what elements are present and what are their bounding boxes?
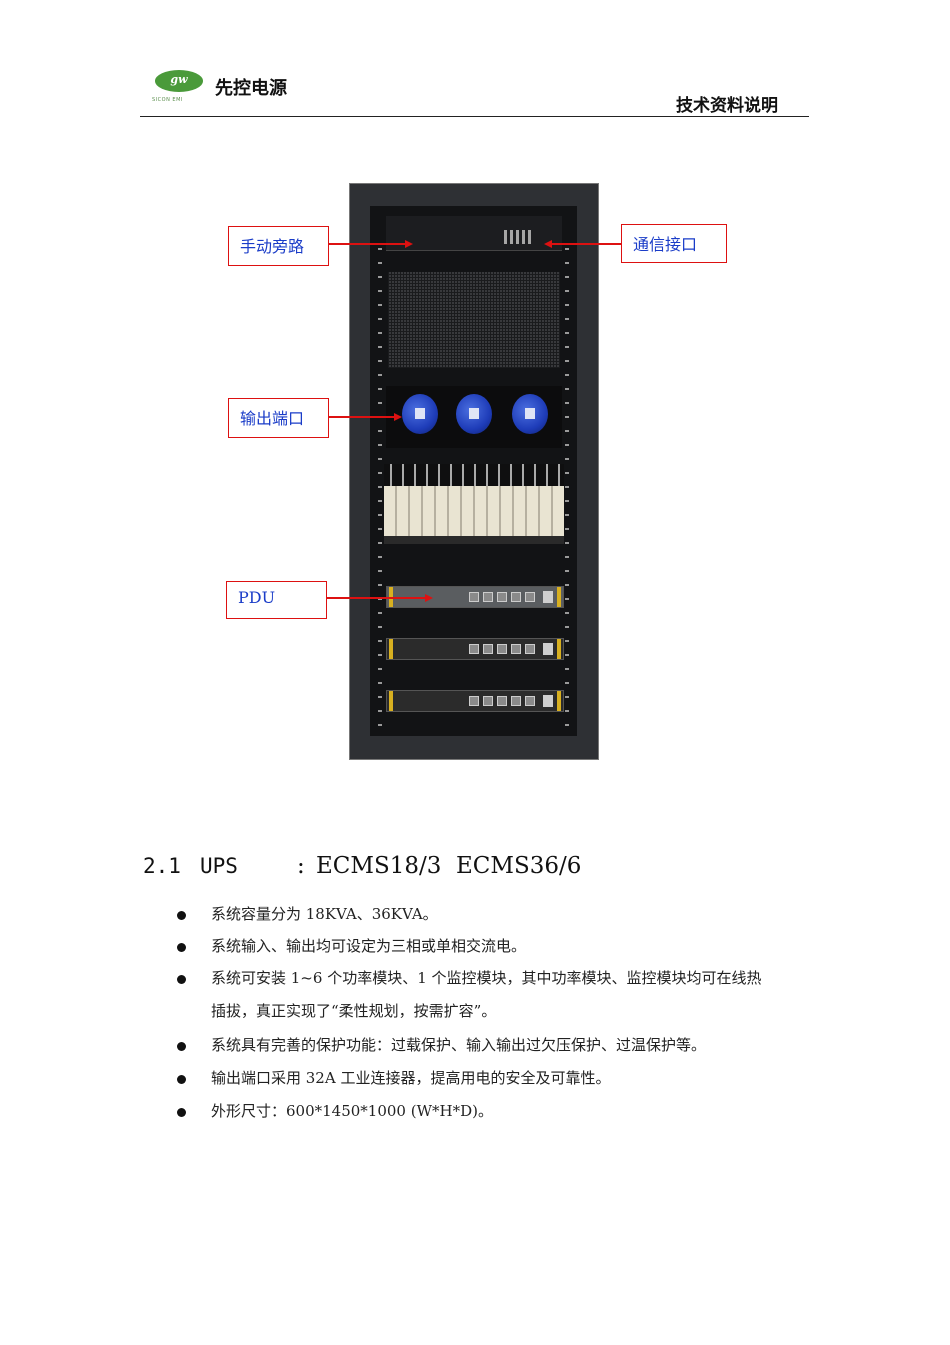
section-number: 2.1 [143,854,181,878]
header-divider [140,116,809,117]
ups-cabinet-image [349,183,599,760]
leader-line [329,416,395,418]
leader-line [329,243,407,245]
mounting-rail-left [378,236,382,736]
company-name: 先控电源 [215,78,287,99]
bypass-comm-panel [386,216,562,251]
section-prefix: UPS [200,854,238,878]
mounting-rail-right [565,236,569,736]
bullet-icon [177,1075,186,1084]
bullet-icon [177,911,186,920]
bullet-icon [177,1108,186,1117]
pdu-strip [386,690,564,712]
industrial-socket [456,394,492,434]
pdu-strip [386,586,564,608]
industrial-socket [402,394,438,434]
cabinet-interior [370,206,577,736]
section-model-1: ECMS18/3 [316,853,442,879]
arrow-right-icon [405,240,413,248]
arrow-right-icon [425,594,433,602]
callout-pdu: PDU [226,581,327,619]
industrial-socket [512,394,548,434]
arrow-left-icon [544,240,552,248]
callout-output-port: 输出端口 [228,398,329,438]
bullet-icon [177,943,186,952]
logo-subtitle: SICON EMI [152,97,183,103]
ventilation-grille [388,272,560,368]
leader-line [327,597,427,599]
bullet-icon [177,1042,186,1051]
comm-ports-graphic [504,230,534,244]
section-model-2: ECMS36/6 [456,853,582,879]
bullet-icon [177,975,186,984]
pdu-strip [386,638,564,660]
leader-line [552,243,621,245]
arrow-right-icon [394,413,402,421]
section-colon: : [297,853,305,879]
callout-comm-interface: 通信接口 [621,224,727,263]
logo-mark: gw [170,73,188,86]
document-title: 技术资料说明 [676,96,778,116]
company-logo: gw [155,70,203,92]
circuit-breaker-row [384,464,564,544]
callout-manual-bypass: 手动旁路 [228,226,329,266]
output-socket-shelf [386,386,562,448]
